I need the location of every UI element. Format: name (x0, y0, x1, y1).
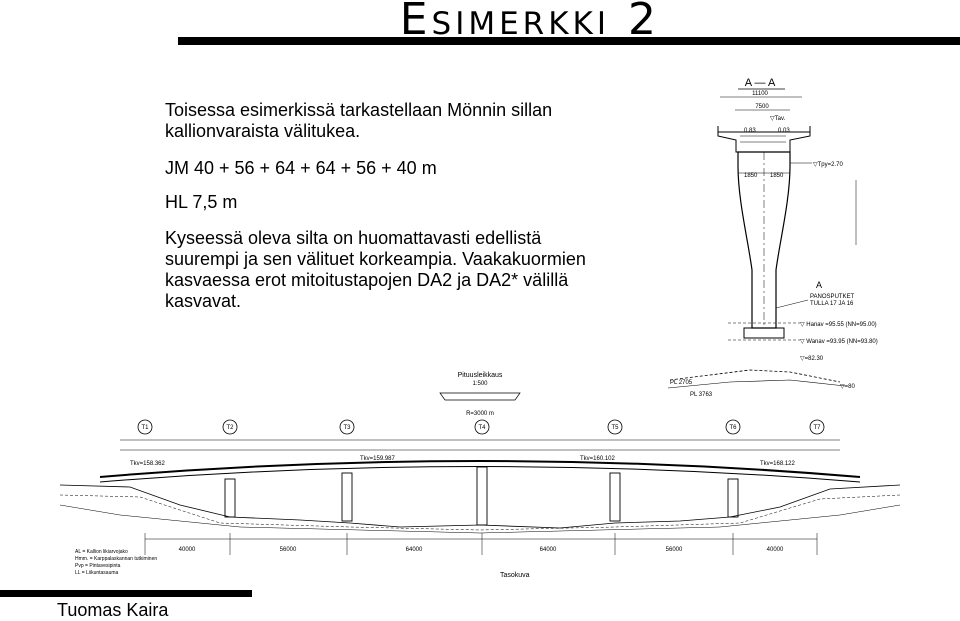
dim-top-2: 7500 (755, 104, 769, 110)
water-high: ▽ Hanav =95.55 (NN=95.00) (800, 322, 877, 328)
support-t4: T4 (478, 425, 486, 431)
footer-label: Tasokuva (500, 572, 530, 579)
cross-section-drawing: A — A 11100 7500 ▽Tav. 0.83 0.03 ▽Tpy=2.… (667, 77, 878, 398)
level-1: Tkv=158.362 (130, 461, 166, 467)
span-lengths-text: JM 40 + 56 + 64 + 64 + 56 + 40 m (165, 158, 437, 178)
author-name: Tuomas Kaira (57, 600, 169, 620)
pile-2: PL 3763 (690, 392, 713, 398)
profile-header: Pituusleikkaus (458, 372, 503, 379)
span-value-4: 64000 (540, 547, 557, 553)
section-label: A — A (745, 77, 776, 89)
slide-content: Toisessa esimerkissä tarkastellaan Mönni… (165, 100, 605, 311)
level-2: Tkv=159.987 (360, 456, 396, 462)
support-t6: T6 (729, 425, 737, 431)
intro-text: Toisessa esimerkissä tarkastellaan Mönni… (165, 100, 553, 141)
legend-2: Hmm. = Karppalaskannan tutkiminen (75, 556, 157, 562)
span-value-2: 56000 (280, 547, 297, 553)
span-value-1: 40000 (179, 547, 196, 553)
section-mark: A (816, 280, 822, 290)
legend-1: AL = Kallion likiarvojako (75, 549, 128, 555)
dim-mid-2: 0.03 (778, 128, 790, 134)
clearance-text: HL 7,5 m (165, 192, 238, 212)
legend-4: LL = Liikuntasauma (75, 570, 119, 576)
longitudinal-profile-drawing: Pituusleikkaus 1:500 R=3000 m T1 T2 T3 T… (59, 372, 901, 579)
radius-label: R=3000 m (466, 411, 494, 417)
title-rule (178, 37, 960, 45)
support-t3: T3 (343, 425, 351, 431)
level-bottom: ▽=80 (840, 384, 855, 390)
support-t7: T7 (813, 425, 821, 431)
piers (224, 466, 739, 526)
dim-pier-1: 1850 (744, 173, 758, 179)
footer-rule (0, 590, 252, 597)
annot-top: ▽Tav. (770, 116, 786, 122)
support-t1: T1 (141, 425, 149, 431)
support-markers: T1 T2 T3 T4 T5 T6 T7 (137, 419, 825, 435)
annot-right: ▽Tpy=2.70 (813, 162, 843, 168)
level-4: Tkv=168.122 (760, 461, 796, 467)
support-t5: T5 (611, 425, 619, 431)
dim-mid-1: 0.83 (744, 128, 756, 134)
span-value-3: 64000 (406, 547, 423, 553)
description-text: Kyseessä oleva silta on huomattavasti ed… (165, 228, 586, 311)
dim-top-1: 11100 (752, 91, 768, 97)
level-3: Tkv=160.102 (580, 456, 616, 462)
pipes-label: PANOSPUTKET (810, 294, 855, 300)
legend-3: Pvp = Pintavesipinta (75, 563, 121, 569)
level-low: ▽=82.30 (800, 356, 824, 362)
dim-pier-2: 1850 (770, 173, 784, 179)
pile-1: PL 2705 (670, 380, 693, 386)
water-mid: ▽ Wanav =93.95 (NN=93.80) (800, 339, 878, 345)
span-value-5: 56000 (666, 547, 683, 553)
support-t2: T2 (226, 425, 234, 431)
pipes-sub: TULLA 17 JA 16 (810, 301, 854, 307)
span-value-6: 40000 (767, 547, 784, 553)
profile-header-dim: 1:500 (472, 381, 488, 387)
